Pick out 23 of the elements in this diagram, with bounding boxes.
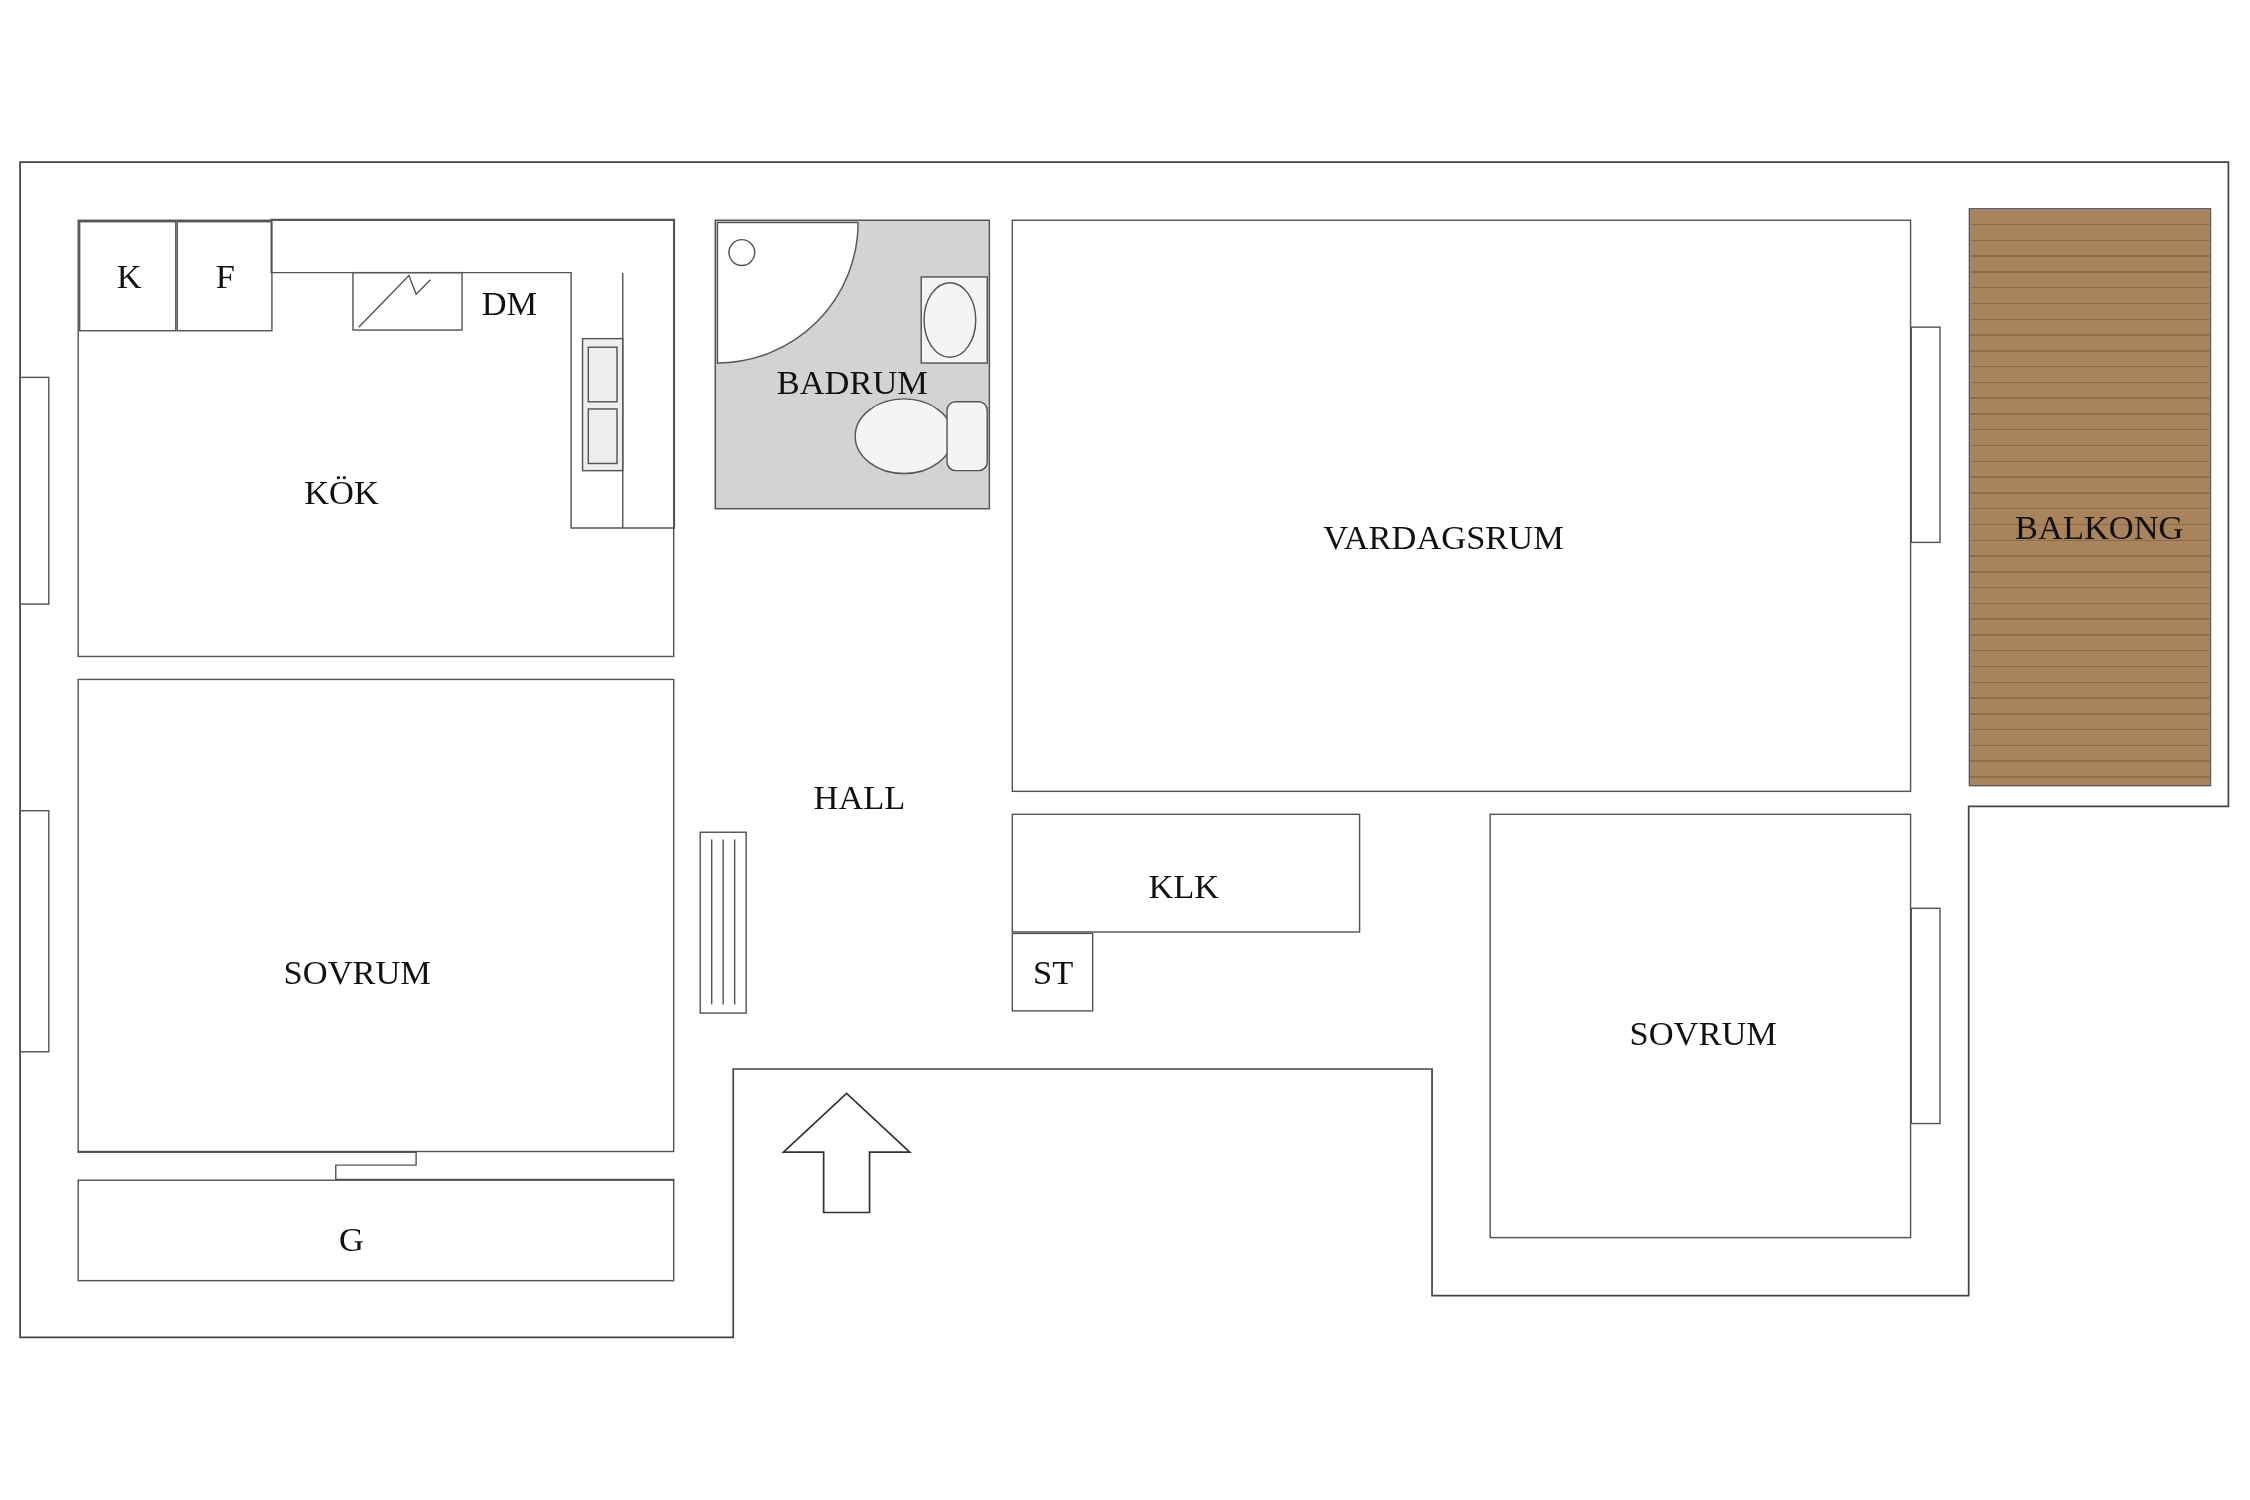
- room-label: G: [339, 1220, 364, 1260]
- room: [77, 219, 675, 658]
- room-label: KÖK: [304, 474, 379, 513]
- room: [1011, 219, 1912, 793]
- room: [78, 220, 177, 332]
- room: [1011, 932, 1094, 1012]
- room-label: SOVRUM: [1629, 1015, 1777, 1054]
- room-label: K: [116, 257, 142, 297]
- room: [176, 220, 273, 332]
- room-label: VARDAGSRUM: [1323, 518, 1564, 558]
- room-label: F: [215, 257, 235, 297]
- room-label: SOVRUM: [283, 953, 431, 993]
- room-label: KLK: [1148, 867, 1220, 907]
- room: [77, 1179, 675, 1282]
- room-label: BADRUM: [776, 363, 928, 403]
- room: [77, 678, 675, 1153]
- room-label: HALL: [813, 778, 906, 818]
- room: [1011, 813, 1361, 933]
- room-label: DM: [481, 284, 538, 324]
- room-label: ST: [1033, 953, 1074, 993]
- room: [1968, 208, 2212, 787]
- room: [1489, 813, 1912, 1239]
- room-label: BALKONG: [2015, 508, 2184, 548]
